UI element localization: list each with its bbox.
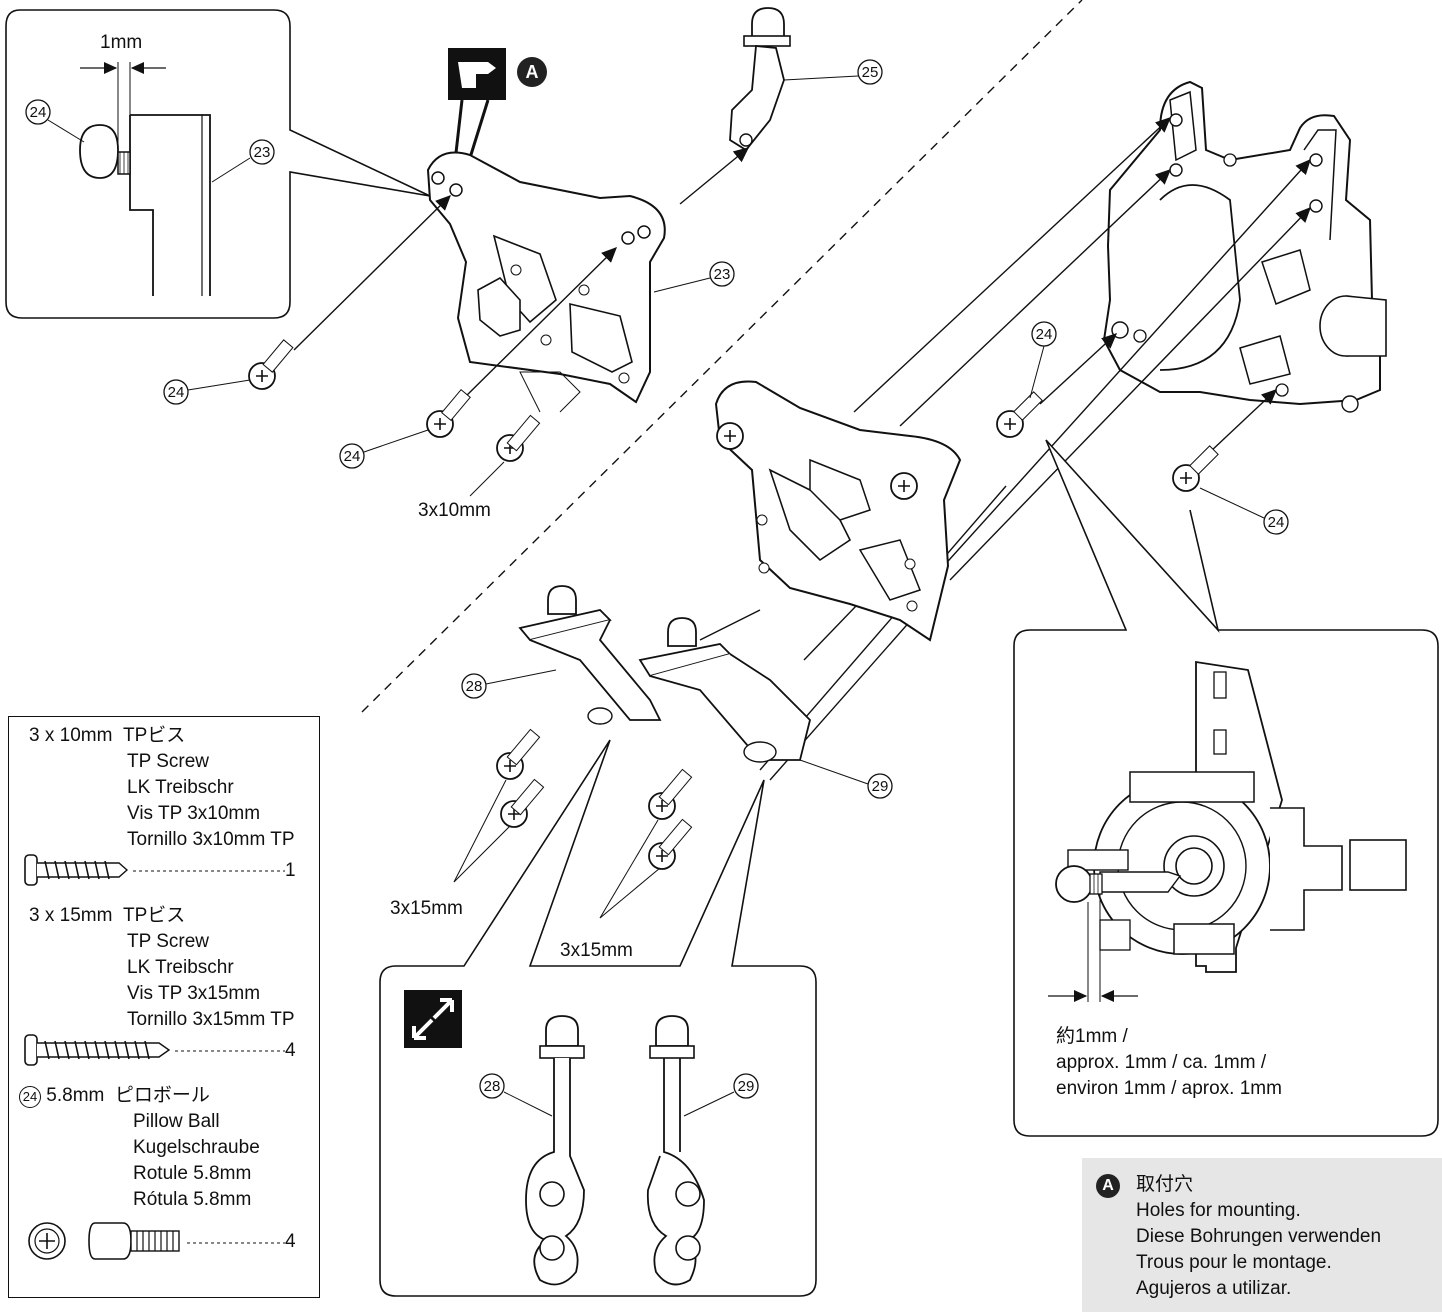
note-line-fr: Trous pour le montage. — [1136, 1252, 1332, 1273]
label-3x15-right: 3x15mm — [560, 940, 633, 961]
legend-item-1-size: 3 x 10mm TPビス — [29, 725, 186, 746]
front-damper-stay-23: 23 — [426, 151, 735, 404]
parts-legend: 3 x 10mm TPビス TP Screw LK Treibschr Vis … — [8, 716, 320, 1298]
legend-item-2-name-en: TP Screw — [127, 931, 210, 952]
part-number-24-d: 24 — [1268, 514, 1285, 531]
legend-item-3-name-es: Rótula 5.8mm — [133, 1189, 252, 1210]
screws-3x15-left: 3x15mm — [390, 728, 545, 919]
legend-item-3-name-fr: Rotule 5.8mm — [133, 1163, 252, 1184]
legend-item-3-qty: 4 — [285, 1231, 296, 1252]
part-number-28: 28 — [466, 678, 483, 695]
damper-stay-lower — [714, 380, 962, 642]
legend-item-2-name-fr: Vis TP 3x15mm — [127, 983, 261, 1004]
screw-24-a — [248, 339, 294, 390]
legend-item-3-name-de: Kugelschraube — [133, 1137, 260, 1158]
part-number-23-detail: 23 — [254, 144, 271, 161]
legend-item-3-size: 24 5.8mm ピロボール — [19, 1083, 210, 1109]
detail-callout-gap: 1mm 24 23 — [5, 9, 431, 319]
note-line-ja: 取付穴 — [1136, 1174, 1194, 1195]
screw-24-d — [1172, 445, 1219, 492]
detail-box-ball-gap: 約1mm / approx. 1mm / ca. 1mm / environ 1… — [1013, 439, 1439, 1137]
body-mount-28: 28 — [461, 585, 662, 725]
screw-3x10-icon — [24, 854, 285, 886]
approx-line-1: 約1mm / — [1056, 1025, 1129, 1047]
part-number-29: 29 — [872, 778, 889, 795]
part-number-24-b: 24 — [344, 448, 361, 465]
legend-item-2-size: 3 x 15mm TPビス — [29, 905, 186, 926]
note-badge-a: A — [1096, 1174, 1120, 1198]
part-number-25: 25 — [862, 64, 879, 81]
swap-icon — [404, 990, 462, 1048]
legend-item-1-name-de: LK Treibschr — [127, 777, 234, 798]
part-number-24-c: 24 — [1036, 326, 1053, 343]
legend-item-1-qty: 1 — [285, 860, 296, 881]
part-number-23: 23 — [714, 266, 731, 283]
screw-3x15-icon — [24, 1034, 285, 1066]
screws-3x15-right: 3x15mm — [560, 768, 693, 961]
marker-a-letter: A — [526, 62, 539, 82]
approx-line-2: approx. 1mm / ca. 1mm / — [1056, 1052, 1267, 1073]
note-line-en: Holes for mounting. — [1136, 1200, 1301, 1221]
divider-dashed-line — [361, 0, 1083, 713]
note-line-de: Diese Bohrungen verwenden — [1136, 1226, 1382, 1247]
part-number-24-detail: 24 — [30, 104, 47, 121]
label-3x15-left: 3x15mm — [390, 898, 463, 919]
label-3x10: 3x10mm — [418, 500, 491, 521]
part-number-28-detail: 28 — [484, 1078, 501, 1095]
screw-3x10 — [496, 414, 541, 462]
gearbox-housing — [1102, 80, 1387, 413]
part-number-24-a: 24 — [168, 384, 185, 401]
marker-a: A — [448, 48, 547, 191]
body-mount-29: 29 — [638, 617, 893, 799]
legend-item-2-name-de: LK Treibschr — [127, 957, 234, 978]
note-line-es: Agujeros a utilizar. — [1136, 1278, 1292, 1299]
note-holes-for-mounting: A 取付穴 Holes for mounting. Diese Bohrunge… — [1082, 1158, 1442, 1312]
approx-line-3: environ 1mm / aprox. 1mm — [1056, 1078, 1282, 1099]
legend-item-1-name-en: TP Screw — [127, 751, 210, 772]
gap-dimension-label: 1mm — [100, 32, 142, 53]
body-mount-25: 25 — [729, 7, 883, 152]
legend-item-3-name-en: Pillow Ball — [133, 1111, 220, 1132]
part-number-29-detail: 29 — [738, 1078, 755, 1095]
legend-item-2-qty: 4 — [285, 1040, 296, 1061]
screw-24-c — [996, 391, 1043, 438]
screw-24-b — [426, 388, 471, 438]
pillow-ball-icon — [28, 1222, 285, 1260]
legend-item-1-name-es: Tornillo 3x10mm TP — [127, 829, 295, 850]
detail-box-body-mounts: 28 29 — [379, 739, 817, 1297]
legend-item-2-name-es: Tornillo 3x15mm TP — [127, 1009, 295, 1030]
legend-item-1-name-fr: Vis TP 3x10mm — [127, 803, 261, 824]
